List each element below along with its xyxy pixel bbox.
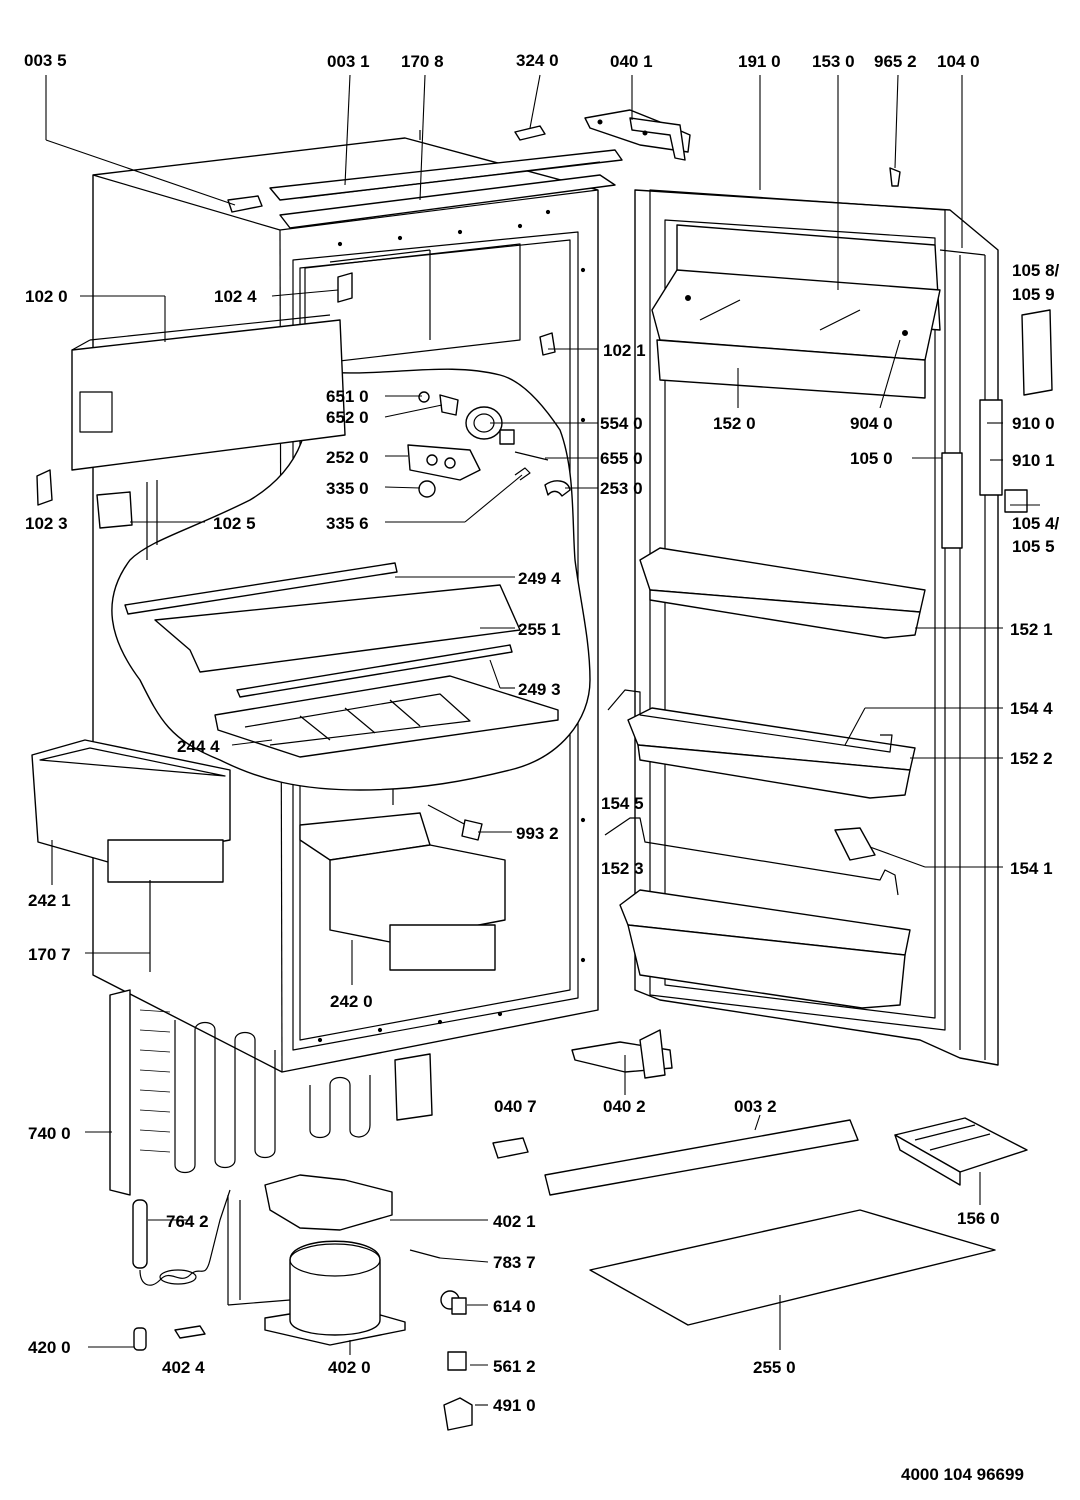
label-3356: 335 6 — [326, 514, 369, 533]
label-1523: 152 3 — [601, 859, 644, 878]
label-0035: 003 5 — [24, 51, 67, 70]
label-0407: 040 7 — [494, 1097, 537, 1116]
label-5540: 554 0 — [600, 414, 643, 433]
part-1545-rail — [604, 817, 899, 896]
label-4024: 402 4 — [162, 1358, 205, 1377]
label-1521: 152 1 — [1010, 620, 1053, 639]
label-2550: 255 0 — [753, 1358, 796, 1377]
label-6510: 651 0 — [326, 387, 369, 406]
label-2493: 249 3 — [518, 680, 561, 699]
part-1024-sensor — [337, 272, 353, 303]
label-1050: 105 0 — [850, 449, 893, 468]
label-1544: 154 4 — [1010, 699, 1053, 718]
label-2551: 255 1 — [518, 620, 561, 639]
part-9932-probe — [427, 804, 483, 841]
label-1910: 191 0 — [738, 52, 781, 71]
part-1020-panel-cover — [71, 314, 346, 471]
label-1560: 156 0 — [957, 1209, 1000, 1228]
label-9101: 910 1 — [1012, 451, 1055, 470]
leader-lines — [45, 74, 1040, 1406]
label-2520: 252 0 — [326, 448, 369, 467]
label-2421: 242 1 — [28, 891, 71, 910]
label-1520: 152 0 — [713, 414, 756, 433]
label-1058: 105 8/ — [1012, 261, 1060, 280]
label-5612: 561 2 — [493, 1357, 536, 1376]
part-2421-crisper-box — [31, 739, 231, 883]
part-0035-clip — [227, 195, 263, 213]
label-9100: 910 0 — [1012, 414, 1055, 433]
label-0401: 040 1 — [610, 52, 653, 71]
label-9040: 904 0 — [850, 414, 893, 433]
thermostat-assembly — [407, 391, 571, 498]
label-7837: 783 7 — [493, 1253, 536, 1272]
part-1023-clip — [36, 469, 53, 506]
label-1025: 102 5 — [213, 514, 256, 533]
label-1024: 102 4 — [214, 287, 257, 306]
part-1530-dairy-compartment — [651, 224, 941, 399]
label-7400: 740 0 — [28, 1124, 71, 1143]
part-0402-bottom-hinge — [571, 1029, 673, 1079]
label-1021: 102 1 — [603, 341, 646, 360]
label-0032: 003 2 — [734, 1097, 777, 1116]
label-4021: 402 1 — [493, 1212, 536, 1231]
label-3350: 335 0 — [326, 479, 369, 498]
label-1707: 170 7 — [28, 945, 71, 964]
label-1545: 154 5 — [601, 794, 644, 813]
part-1541-stop — [834, 827, 876, 861]
label-2444: 244 4 — [177, 737, 220, 756]
part-1521-door-shelf — [639, 547, 926, 639]
part-0401-top-hinge — [584, 109, 691, 161]
part-9652-screw — [889, 167, 901, 187]
part-4021-bracket — [264, 1174, 393, 1231]
label-1054: 105 4/ — [1012, 514, 1060, 533]
label-4910: 491 0 — [493, 1396, 536, 1415]
part-2550-glass-plate — [589, 1209, 996, 1326]
label-9932: 993 2 — [516, 824, 559, 843]
label-2420: 242 0 — [330, 992, 373, 1011]
part-7642-drier — [132, 1189, 231, 1286]
label-0402: 040 2 — [603, 1097, 646, 1116]
label-4200: 420 0 — [28, 1338, 71, 1357]
part-labels: 003 5 003 1 170 8 324 0 040 1 191 0 153 … — [24, 51, 1060, 1484]
label-2494: 249 4 — [518, 569, 561, 588]
part-2420-crisper-box — [299, 812, 506, 971]
label-9652: 965 2 — [874, 52, 917, 71]
label-6550: 655 0 — [600, 449, 643, 468]
label-1059: 105 9 — [1012, 285, 1055, 304]
right-hinge-parts — [979, 309, 1053, 513]
glass-shelf-assembly — [124, 562, 559, 758]
label-1023: 102 3 — [25, 514, 68, 533]
label-1020: 102 0 — [25, 287, 68, 306]
part-3240-part — [514, 125, 546, 141]
part-1522-door-shelf — [607, 689, 916, 799]
top-cover-strips — [269, 149, 623, 229]
drawing-number: 4000 104 96699 — [901, 1465, 1024, 1484]
label-6520: 652 0 — [326, 408, 369, 427]
label-1522: 152 2 — [1010, 749, 1053, 768]
label-3240: 324 0 — [516, 51, 559, 70]
part-1025-cover — [96, 491, 133, 529]
part-1050-handle — [941, 452, 963, 549]
label-6140: 614 0 — [493, 1297, 536, 1316]
part-7400-condenser — [109, 989, 433, 1196]
part-1021-bracket — [539, 332, 556, 356]
small-electrical-parts — [133, 1249, 473, 1431]
label-1055: 105 5 — [1012, 537, 1055, 556]
part-1523-bottle-shelf — [619, 889, 911, 1009]
label-4020: 402 0 — [328, 1358, 371, 1377]
part-1560-ice-tray — [894, 1117, 1028, 1186]
label-0031: 003 1 — [327, 52, 370, 71]
part-4020-compressor — [227, 1195, 406, 1346]
label-1541: 154 1 — [1010, 859, 1053, 878]
part-0407-cover — [492, 1137, 529, 1159]
part-0032-plinth — [544, 1119, 859, 1196]
label-2530: 253 0 — [600, 479, 643, 498]
label-1708: 170 8 — [401, 52, 444, 71]
label-1040: 104 0 — [937, 52, 980, 71]
label-1530: 153 0 — [812, 52, 855, 71]
label-7642: 764 2 — [166, 1212, 209, 1231]
